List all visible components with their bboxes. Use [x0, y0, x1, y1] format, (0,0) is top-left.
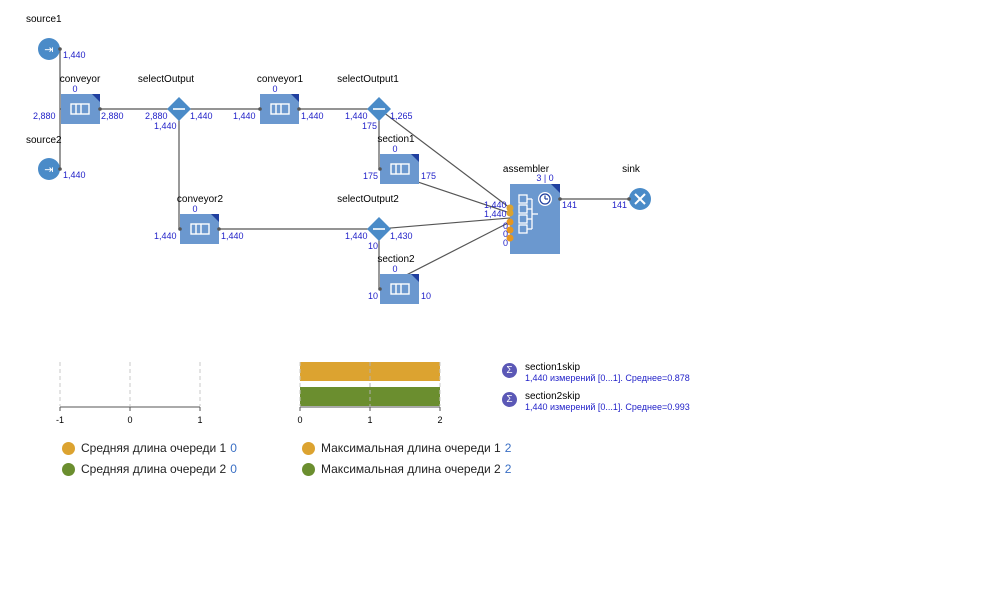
- selectOutput1-true-count: 1,265: [390, 111, 413, 121]
- sink-in-count: 141: [612, 200, 627, 210]
- selectOutput2-label: selectOutput2: [337, 194, 399, 205]
- legend-swatch: [302, 462, 315, 476]
- assembler-in3-count: 0: [503, 221, 508, 231]
- section1-label: section1: [377, 134, 415, 145]
- max-queue-chart: 0 1 2: [297, 362, 443, 425]
- selectOutput2-node[interactable]: selectOutput2 1,440 1,430 10: [337, 194, 412, 251]
- selectOutput2-true-count: 1,430: [390, 231, 413, 241]
- section1-out-count: 175: [421, 171, 436, 181]
- legend-avg-1: Средняя длина очереди 1 0: [62, 441, 237, 455]
- selectOutput2-false-count: 10: [368, 241, 378, 251]
- avg-queue-chart: -1 0 1: [56, 362, 203, 425]
- source2-label: source2: [26, 135, 62, 146]
- selectOutput1-node[interactable]: selectOutput1 1,440 1,265 175: [337, 74, 412, 131]
- max-tick-label: 2: [437, 415, 442, 425]
- legend-value: 0: [230, 441, 237, 455]
- selectOutput1-false-count: 175: [362, 121, 377, 131]
- assembler-in4-count: 0: [503, 229, 508, 239]
- legend-swatch: [62, 462, 75, 476]
- avg-tick-label: 1: [197, 415, 202, 425]
- legend-swatch: [302, 441, 315, 455]
- stat-section1skip[interactable]: Σ section1skip 1,440 измерений [0...1]. …: [502, 362, 690, 383]
- legend-swatch: [62, 441, 75, 455]
- legend-label: Средняя длина очереди 2: [81, 462, 227, 476]
- conveyor2-node[interactable]: conveyor2 0 1,440 1,440: [154, 194, 244, 244]
- source1-node[interactable]: ⇥ source1 1,440: [26, 14, 86, 60]
- sigma-icon: Σ: [502, 363, 517, 378]
- stat-description: 1,440 измерений [0...1]. Среднее=0.878: [525, 373, 690, 383]
- legend-label: Максимальная длина очереди 2: [321, 462, 501, 476]
- legend-avg-2: Средняя длина очереди 2 0: [62, 462, 237, 476]
- section1-node[interactable]: section1 0 175 175: [363, 134, 436, 184]
- section1-count: 0: [392, 144, 397, 154]
- clock-icon: [538, 192, 552, 206]
- source2-node[interactable]: ⇥ source2 1,440: [26, 135, 86, 180]
- conveyor2-out-count: 1,440: [221, 231, 244, 241]
- conveyor1-label: conveyor1: [257, 74, 304, 85]
- sink-node[interactable]: sink 141: [612, 164, 651, 210]
- stat-name: section1skip: [525, 362, 581, 373]
- legend-value: 2: [504, 441, 512, 455]
- assembler-count: 3 | 0: [536, 173, 553, 183]
- selectOutput-false-count: 1,440: [154, 121, 177, 131]
- source2-out-count: 1,440: [63, 170, 86, 180]
- conveyor1-node[interactable]: conveyor1 0 1,440 1,440: [233, 74, 324, 124]
- conveyor-in-count: 2,880: [33, 111, 56, 121]
- conveyor1-out-count: 1,440: [301, 111, 324, 121]
- sigma-icon: Σ: [502, 392, 517, 407]
- source1-out-count: 1,440: [63, 50, 86, 60]
- max-queue-bar-2: [300, 387, 440, 406]
- conveyor2-count: 0: [192, 204, 197, 214]
- conveyor-node[interactable]: conveyor 0 2,880 2,880: [33, 74, 124, 124]
- conveyor-label: conveyor: [60, 74, 101, 85]
- source-icon: ⇥: [44, 163, 53, 176]
- selectOutput-node[interactable]: selectOutput 2,880 1,440 1,440: [138, 74, 213, 131]
- selectOutput2-in-count: 1,440: [345, 231, 368, 241]
- conveyor2-label: conveyor2: [177, 194, 224, 205]
- source1-label: source1: [26, 14, 62, 25]
- assembler-out-count: 141: [562, 200, 577, 210]
- assembler-node[interactable]: assembler 3 | 0 1,440 1,440 0 0 0 141: [484, 164, 577, 254]
- close-icon: [634, 193, 646, 205]
- stat-name: section2skip: [525, 391, 581, 402]
- selectOutput-true-count: 1,440: [190, 111, 213, 121]
- max-tick-label: 1: [367, 415, 372, 425]
- legend-label: Средняя длина очереди 1: [81, 441, 227, 455]
- selectOutput-label: selectOutput: [138, 74, 194, 85]
- conveyor-out-count: 2,880: [101, 111, 124, 121]
- section2-count: 0: [392, 264, 397, 274]
- selectOutput1-in-count: 1,440: [345, 111, 368, 121]
- conveyor2-in-count: 1,440: [154, 231, 177, 241]
- legend-value: 2: [504, 462, 512, 476]
- assembler-icon: [518, 194, 538, 234]
- stat-description: 1,440 измерений [0...1]. Среднее=0.993: [525, 402, 690, 412]
- legend-label: Максимальная длина очереди 1: [321, 441, 501, 455]
- avg-tick-label: 0: [127, 415, 132, 425]
- assembler-label: assembler: [503, 164, 550, 175]
- conveyor1-in-count: 1,440: [233, 111, 256, 121]
- selectOutput1-label: selectOutput1: [337, 74, 399, 85]
- legend-value: 0: [230, 462, 237, 476]
- section1-in-count: 175: [363, 171, 378, 181]
- max-tick-label: 0: [297, 415, 302, 425]
- assembler-in2-count: 1,440: [484, 209, 507, 219]
- sink-label: sink: [622, 164, 641, 175]
- section2-label: section2: [377, 254, 415, 265]
- assembler-in1-count: 1,440: [484, 200, 507, 210]
- section2-out-count: 10: [421, 291, 431, 301]
- assembler-in5-count: 0: [503, 238, 508, 248]
- avg-tick-label: -1: [56, 415, 64, 425]
- conveyor1-count: 0: [272, 84, 277, 94]
- source-icon: ⇥: [44, 43, 53, 56]
- legend-max-2: Максимальная длина очереди 2 2: [302, 462, 511, 476]
- section2-node[interactable]: section2 0 10 10: [368, 254, 431, 304]
- legend-max-1: Максимальная длина очереди 1 2: [302, 441, 511, 455]
- section2-in-count: 10: [368, 291, 378, 301]
- conveyor-count: 0: [72, 84, 77, 94]
- stat-section2skip[interactable]: Σ section2skip 1,440 измерений [0...1]. …: [502, 391, 690, 412]
- selectOutput-in-count: 2,880: [145, 111, 168, 121]
